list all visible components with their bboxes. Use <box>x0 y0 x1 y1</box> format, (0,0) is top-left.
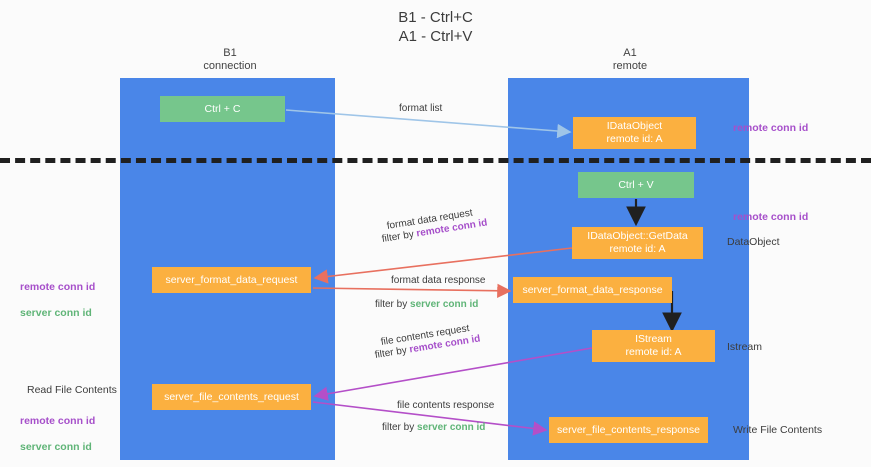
side-label-remote-conn-id-top: remote conn id <box>733 122 809 134</box>
left-server-conn-id: server conn id <box>20 307 92 319</box>
filter-key-server-conn-id: server conn id <box>410 299 479 310</box>
side-label-istream: Istream <box>727 341 763 353</box>
arrow-format-data-response <box>312 283 512 299</box>
node-server-file-contents-request[interactable]: server_file_contents_request <box>152 384 311 410</box>
side-label-dataobject: DataObject <box>727 236 780 248</box>
page-title: B1 - Ctrl+C A1 - Ctrl+V <box>398 9 473 45</box>
node-istream[interactable]: IStream remote id: A <box>592 330 715 362</box>
filter-prefix: filter by <box>382 422 418 433</box>
node-server-format-data-response[interactable]: server_format_data_response <box>513 277 672 303</box>
left-server-conn-id-2: server conn id <box>20 441 92 453</box>
lane-header-a1: A1 remote <box>612 47 648 72</box>
edge-label-file-contents-response-filter: filter by server conn id <box>382 421 485 435</box>
left-remote-conn-id-2: remote conn id <box>20 415 96 427</box>
filter-prefix: filter by <box>375 299 411 310</box>
edge-label-format-data-response-filter: filter by server conn id <box>375 298 478 312</box>
left-remote-conn-id: remote conn id <box>20 281 96 293</box>
edge-label-format-list: format list <box>399 103 443 114</box>
side-label-left-conn-ids-2: remote conn id server conn id <box>20 402 95 467</box>
section-divider <box>0 158 871 163</box>
node-server-format-data-request[interactable]: server_format_data_request <box>152 267 311 293</box>
side-label-remote-conn-id-mid: remote conn id <box>733 211 809 223</box>
arrow-format-data-request <box>313 247 573 284</box>
side-label-left-conn-ids: remote conn id server conn id <box>20 268 95 333</box>
edge-label-format-data-response: format data response <box>391 275 486 286</box>
node-server-file-contents-response[interactable]: server_file_contents_response <box>549 417 708 443</box>
arrow-file-contents-response <box>312 401 548 436</box>
edge-label-file-contents-response: file contents response <box>397 400 495 411</box>
side-label-write-file-contents: Write File Contents <box>733 424 823 436</box>
arrow-file-contents-request <box>313 347 593 401</box>
node-ctrl-v[interactable]: Ctrl + V <box>578 172 694 198</box>
side-label-read-file-contents: Read File Contents <box>27 384 117 396</box>
node-ctrl-c[interactable]: Ctrl + C <box>160 96 285 122</box>
node-idataobject-getdata[interactable]: IDataObject::GetData remote id: A <box>572 227 703 259</box>
arrow-format-list <box>285 109 572 139</box>
node-idataobject[interactable]: IDataObject remote id: A <box>573 117 696 149</box>
filter-key-server-conn-id: server conn id <box>417 422 486 433</box>
lane-header-b1: B1 connection <box>203 47 257 72</box>
